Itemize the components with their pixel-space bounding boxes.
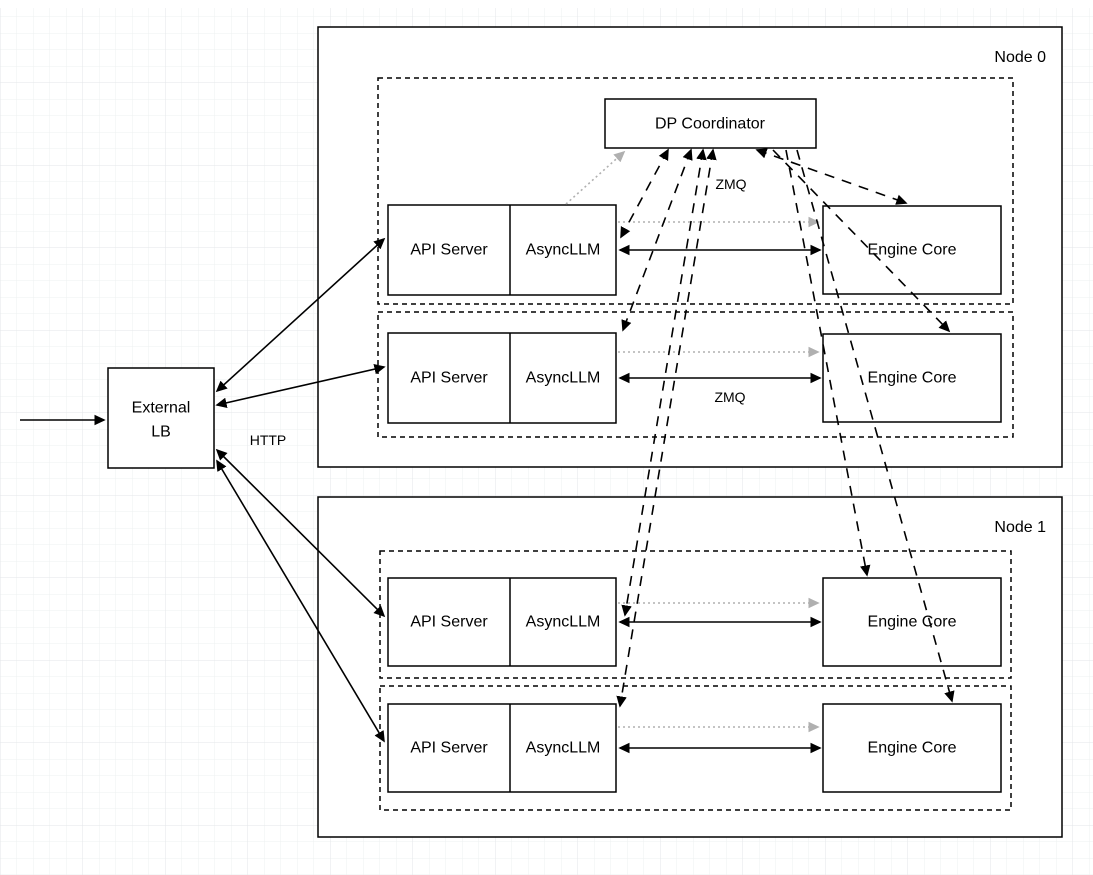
api-asyncllm-box: [387, 204, 617, 296]
engine-core-label: Engine Core: [868, 242, 957, 259]
engine-core-label: Engine Core: [868, 614, 957, 631]
api-server-label: API Server: [410, 370, 488, 387]
api-server-label: API Server: [410, 740, 488, 757]
external-lb-label-line1: External: [132, 400, 191, 417]
node0-title: Node 0: [994, 49, 1046, 66]
arrow-lb-api-n0r1: [215, 363, 386, 409]
dashed-arrow-coordinator-async-n1r1: [616, 148, 717, 708]
engine-core-label: Engine Core: [868, 370, 957, 387]
zmq-label-coordinator: ZMQ: [715, 176, 746, 192]
asyncllm-label: AsyncLLM: [526, 740, 601, 757]
zmq-label-row: ZMQ: [714, 389, 745, 405]
engine-core-label: Engine Core: [868, 740, 957, 757]
api-server-label: API Server: [410, 242, 488, 259]
dp-coordinator-label: DP Coordinator: [655, 116, 766, 133]
api-asyncllm-box: [387, 703, 617, 793]
asyncllm-label: AsyncLLM: [526, 370, 601, 387]
dp-coordinator-box: [604, 98, 817, 149]
asyncllm-label: AsyncLLM: [526, 242, 601, 259]
pipeline-row-n0r0: API Server AsyncLLM Engine Core: [387, 204, 1002, 296]
external-lb-label-line2: LB: [151, 424, 171, 441]
pipeline-row-n1r0: API Server AsyncLLM Engine Core: [387, 577, 1002, 667]
api-asyncllm-box: [387, 332, 617, 424]
external-lb-box: [107, 367, 215, 469]
pipeline-row-n1r1: API Server AsyncLLM Engine Core: [387, 703, 1002, 793]
engine-core-box: [822, 205, 1002, 295]
dashed-arrow-coordinator-engine-n1r1: [796, 149, 955, 703]
asyncllm-label: AsyncLLM: [526, 614, 601, 631]
arrow-lb-api-n1r1: [216, 459, 385, 743]
dashed-arrow-coordinator-engine-n1r0: [785, 149, 871, 577]
dashed-arrow-coordinator-engine-n0r0: [755, 148, 908, 205]
engine-core-box: [822, 577, 1002, 667]
connectors: [20, 148, 955, 754]
api-server-label: API Server: [410, 614, 488, 631]
dashed-arrow-coordinator-engine-n0r1: [772, 149, 951, 333]
api-asyncllm-box: [387, 577, 617, 667]
http-label: HTTP: [250, 432, 287, 448]
node0-rank0-dashed-group: [377, 77, 1014, 305]
engine-core-box: [822, 703, 1002, 793]
node1-title: Node 1: [994, 519, 1046, 536]
